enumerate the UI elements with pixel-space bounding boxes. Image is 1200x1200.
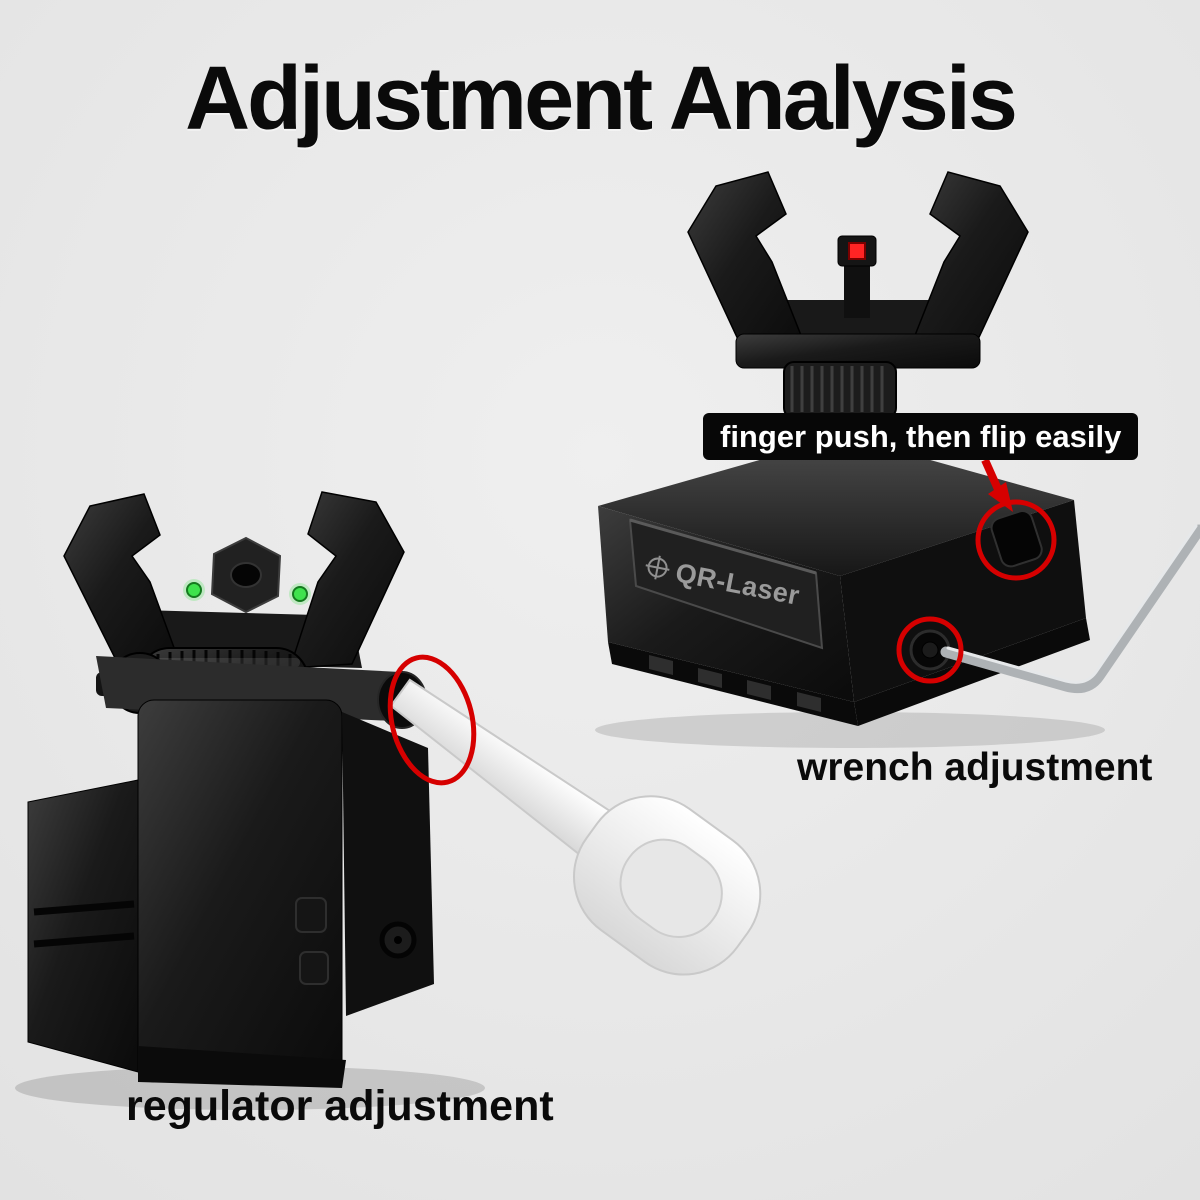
rear-sight-post — [844, 258, 870, 318]
page-title: Adjustment Analysis — [185, 49, 1018, 149]
front-sight-shadow — [15, 1066, 485, 1110]
fiber-dot-green-right — [292, 586, 308, 602]
crosshair-icon — [645, 555, 670, 580]
front-sight-aperture — [230, 562, 262, 588]
annotation-circle-wrench-screw — [896, 616, 964, 684]
body-detail-slot — [295, 897, 327, 933]
panel-bevel — [629, 518, 817, 575]
front-sight-clamp — [27, 779, 139, 1073]
wrench-adjustment-label: wrench adjustment — [797, 746, 1153, 789]
clamp-groove — [33, 900, 135, 916]
front-sight-left-horn — [63, 493, 182, 665]
front-sight-column — [137, 699, 343, 1083]
flat-wrench-handle-hole — [619, 838, 723, 939]
rear-sight-left-horn — [687, 171, 808, 349]
clamp-groove — [33, 932, 135, 948]
rear-base-rail-right — [854, 618, 1090, 726]
finger-push-knob-serrations — [790, 366, 884, 412]
hex-wrench — [940, 524, 1200, 694]
push-button — [990, 510, 1043, 568]
front-sight — [27, 491, 434, 1088]
finger-push-callout: finger push, then flip easily — [703, 413, 1139, 460]
rear-base-top-face — [598, 436, 1074, 576]
annotation-circle-regulator — [387, 654, 477, 786]
front-sight-right-horn — [288, 491, 405, 669]
body-detail-slot — [299, 951, 329, 985]
annotation-circle-push-button — [975, 499, 1057, 581]
regulator-adjustment-label: regulator adjustment — [126, 1082, 554, 1130]
rear-sight: QR-Laser — [598, 171, 1090, 726]
wrench-screw-socket — [921, 641, 939, 659]
fiber-dot-red — [848, 242, 866, 260]
fiber-dot-green-left — [186, 582, 202, 598]
front-sight-rail-bottom — [138, 1046, 346, 1088]
rail-notches — [649, 655, 821, 712]
rear-sight-right-horn — [908, 171, 1029, 349]
annotation-arrow — [981, 458, 1013, 512]
flat-wrench-tool — [389, 678, 762, 976]
side-screw-center — [394, 936, 402, 944]
front-sight-right-face — [342, 712, 434, 1016]
rear-sight-shadow — [595, 712, 1105, 748]
